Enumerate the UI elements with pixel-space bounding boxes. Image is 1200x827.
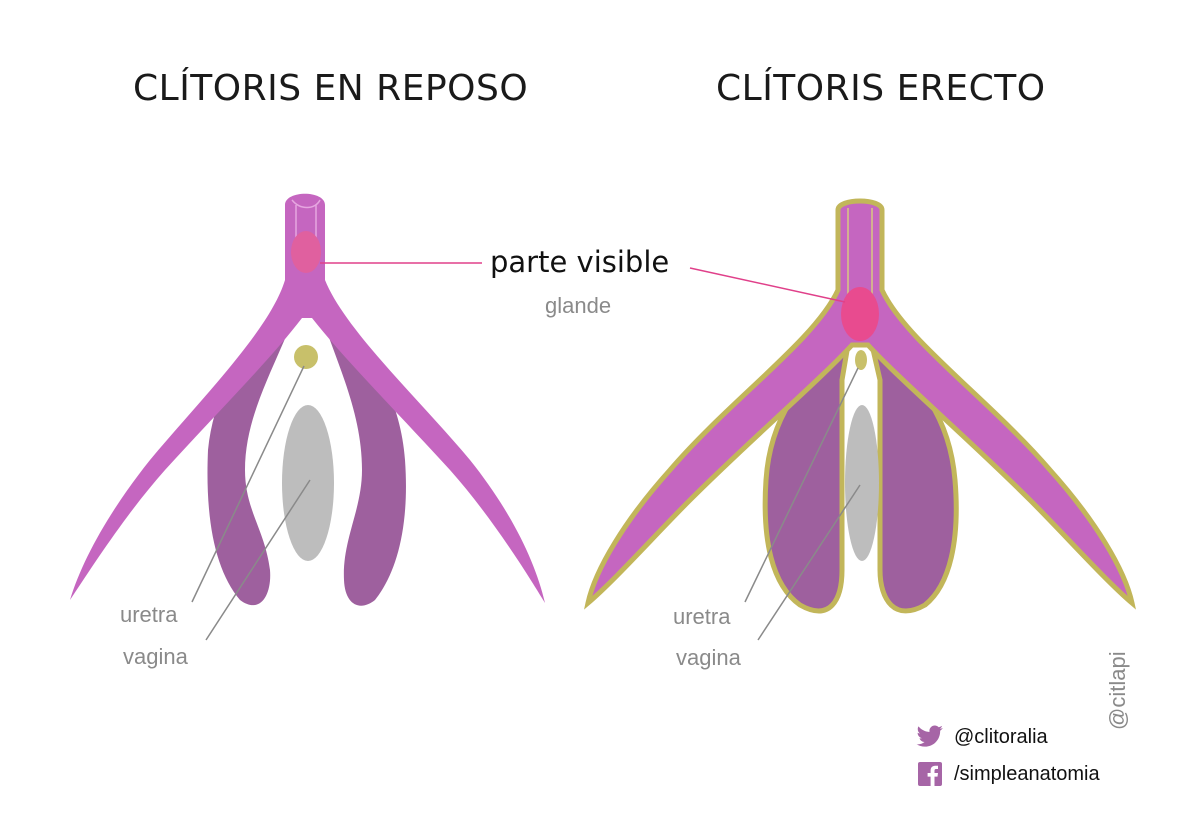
twitter-bird-icon	[916, 724, 944, 750]
urethra-label-left: uretra	[120, 602, 177, 628]
urethra-label-right: uretra	[673, 604, 730, 630]
artist-credit: @citlapi	[1105, 651, 1131, 730]
clitoris-erect	[588, 201, 1132, 640]
twitter-handle-text: @clitoralia	[954, 726, 1048, 749]
vagina-label-left: vagina	[123, 644, 188, 670]
facebook-icon	[916, 761, 944, 787]
left-urethra	[294, 345, 318, 369]
twitter-handle[interactable]: @clitoralia	[916, 724, 1048, 750]
visible-part-label: parte visible	[490, 245, 669, 279]
right-urethra	[855, 350, 867, 370]
title-at-rest: CLÍTORIS EN REPOSO	[133, 68, 528, 109]
left-glans	[291, 231, 321, 273]
right-vagina	[845, 405, 879, 561]
facebook-page[interactable]: /simpleanatomia	[916, 761, 1100, 787]
glans-label: glande	[545, 293, 611, 319]
title-erect: CLÍTORIS ERECTO	[716, 68, 1046, 109]
visible-part-leader-right	[690, 268, 845, 302]
vagina-label-right: vagina	[676, 645, 741, 671]
clitoris-at-rest	[70, 194, 545, 640]
facebook-page-text: /simpleanatomia	[954, 763, 1100, 786]
right-glans	[841, 287, 879, 341]
